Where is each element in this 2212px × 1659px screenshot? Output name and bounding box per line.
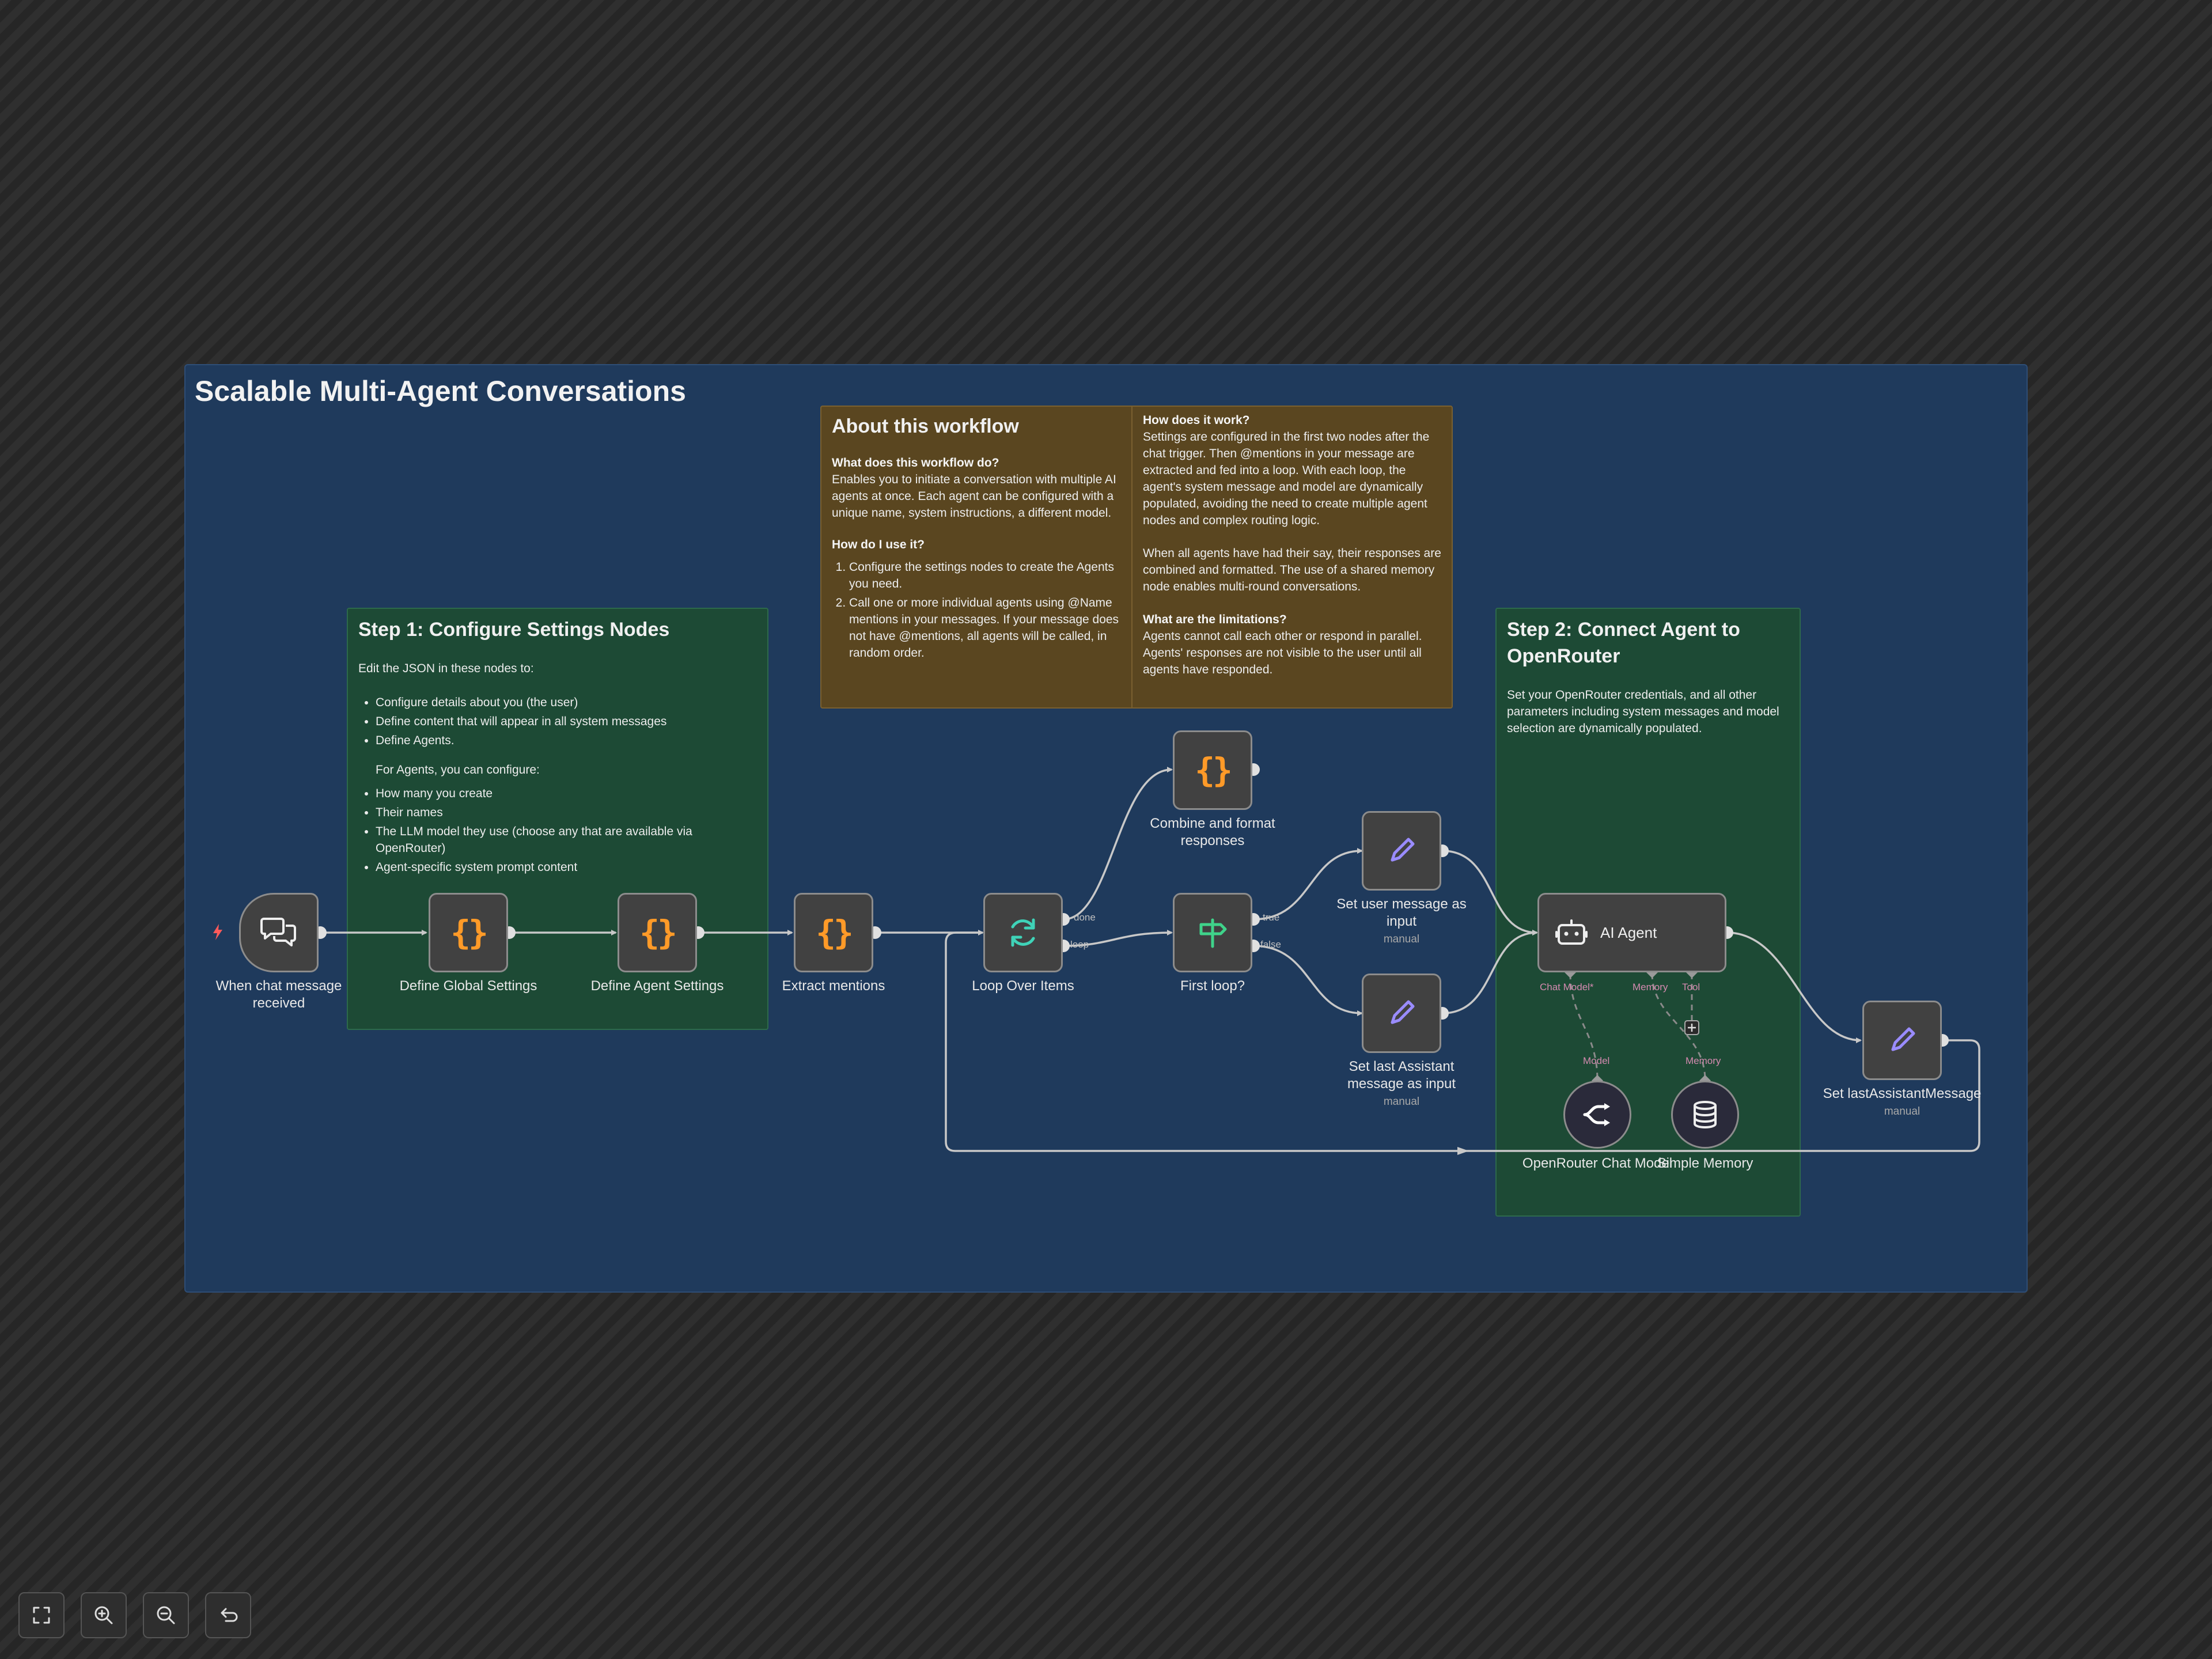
list-item: How many you create — [376, 786, 756, 802]
edit-pencil-icon — [1391, 838, 1415, 862]
about-question-what: What does this workflow do? — [832, 456, 999, 469]
extract-mentions-label: Extract mentions — [782, 978, 885, 994]
define-global-settings-node[interactable]: {} — [429, 893, 508, 972]
ai-agent-node[interactable]: AI Agent — [1537, 893, 1726, 972]
set-last-assistant-title: Set last Assistant message as input — [1347, 1059, 1456, 1092]
set-last-assistant-message-sub: manual — [1884, 1105, 1921, 1118]
database-icon — [1694, 1101, 1717, 1128]
about-answer-how-works: Settings are configured in the first two… — [1143, 430, 1430, 527]
zoom-in-button[interactable] — [81, 1592, 127, 1638]
zoom-out-icon — [157, 1606, 175, 1624]
trigger-node-label: When chat message received — [215, 978, 342, 1011]
first-loop-label: First loop? — [1180, 978, 1245, 994]
step1-title: Step 1: Configure Settings Nodes — [358, 619, 670, 641]
if-port-true-label: true — [1263, 912, 1280, 923]
loop-over-items-label: Loop Over Items — [972, 978, 1074, 994]
extract-mentions-node[interactable]: {} — [794, 893, 873, 972]
chat-trigger-node[interactable] — [239, 893, 319, 972]
trigger-bolt-icon — [213, 924, 222, 940]
loop-port-loop-label: loop — [1070, 939, 1089, 950]
about-answer-how-works-2: When all agents have had their say, thei… — [1143, 546, 1441, 593]
set-last-assistant-label: Set last Assistant message as input manu… — [1321, 1058, 1482, 1109]
list-item: Define content that will appear in all s… — [376, 714, 756, 730]
frame-title: Scalable Multi-Agent Conversations — [195, 375, 686, 407]
list-item: Agent-specific system prompt content — [376, 859, 756, 876]
simple-memory-label: Simple Memory — [1657, 1156, 1753, 1171]
ai-agent-title: AI Agent — [1600, 923, 1657, 941]
openrouter-label: OpenRouter Chat Model — [1522, 1156, 1673, 1171]
agent-port-memory-label: Memory — [1633, 982, 1668, 993]
zoom-in-icon — [94, 1606, 113, 1624]
openrouter-port-label: Model — [1583, 1055, 1610, 1066]
chat-icon — [260, 918, 296, 946]
about-column-divider — [1131, 407, 1132, 707]
code-braces-icon: {} — [639, 913, 677, 952]
step1-intro: Edit the JSON in these nodes to: — [358, 661, 534, 675]
about-question-how-use: How do I use it? — [832, 537, 925, 551]
agent-port-tool-label: Tool — [1682, 982, 1700, 993]
simple-memory-node[interactable] — [1671, 1081, 1739, 1149]
memory-port-label: Memory — [1685, 1055, 1721, 1066]
if-port-false-label: false — [1260, 939, 1281, 950]
list-item: Configure details about you (the user) — [376, 695, 756, 711]
about-steps-list: Configure the settings nodes to create t… — [832, 559, 1120, 662]
list-item: Call one or more individual agents using… — [849, 595, 1120, 662]
openrouter-chat-model-node[interactable] — [1563, 1081, 1631, 1149]
about-answer-limitations: Agents cannot call each other or respond… — [1143, 629, 1422, 676]
set-user-message-node[interactable] — [1362, 811, 1441, 891]
loop-port-done-label: done — [1074, 912, 1096, 923]
combine-format-label: Combine and format responses — [1150, 816, 1275, 849]
edit-pencil-icon — [1391, 1000, 1415, 1024]
list-item: Define Agents. — [376, 733, 756, 749]
robot-icon — [1555, 919, 1588, 945]
code-braces-icon: {} — [450, 913, 488, 952]
step2-title: Step 2: Connect Agent to OpenRouter — [1507, 619, 1740, 667]
step1-sticky-note[interactable]: Step 1: Configure Settings Nodes Edit th… — [347, 608, 768, 1030]
set-last-assistant-message-label: Set lastAssistantMessage manual — [1821, 1085, 1983, 1119]
about-question-how-works: How does it work? — [1143, 414, 1250, 427]
edit-pencil-icon — [1891, 1027, 1915, 1051]
set-user-message-title: Set user message as input — [1336, 896, 1467, 929]
first-loop-if-node[interactable] — [1173, 893, 1252, 972]
step1-sub-list: How many you create Their names The LLM … — [358, 786, 756, 876]
list-item: The LLM model they use (choose any that … — [376, 824, 756, 857]
code-braces-icon: {} — [816, 913, 854, 952]
define-agent-settings-node[interactable]: {} — [618, 893, 697, 972]
set-last-assistant-message-title: Set lastAssistantMessage — [1823, 1086, 1982, 1101]
global-settings-label: Define Global Settings — [399, 978, 537, 994]
undo-icon — [221, 1608, 238, 1622]
set-last-assistant-node[interactable] — [1362, 974, 1441, 1053]
loop-refresh-icon — [1011, 918, 1035, 947]
list-item: Configure the settings nodes to create t… — [849, 559, 1120, 593]
fit-view-button[interactable] — [18, 1592, 65, 1638]
set-last-assistant-sub: manual — [1383, 1096, 1420, 1108]
about-title: About this workflow — [832, 415, 1019, 437]
if-signpost-icon — [1199, 918, 1227, 948]
fit-view-icon — [33, 1607, 50, 1624]
set-last-assistant-message-node[interactable] — [1862, 1001, 1942, 1080]
set-user-message-sub: manual — [1383, 933, 1420, 945]
step2-body: Set your OpenRouter credentials, and all… — [1507, 688, 1779, 735]
undo-button[interactable] — [205, 1592, 251, 1638]
about-answer-what: Enables you to initiate a conversation w… — [832, 472, 1116, 520]
agent-port-chat-model-label: Chat Model* — [1540, 982, 1594, 993]
zoom-out-button[interactable] — [143, 1592, 189, 1638]
combine-format-node[interactable]: {} — [1173, 730, 1252, 810]
step1-sub-intro: For Agents, you can configure: — [376, 763, 540, 777]
code-braces-icon: {} — [1195, 751, 1233, 790]
agent-settings-label: Define Agent Settings — [590, 978, 724, 994]
about-sticky-note[interactable]: About this workflow What does this workf… — [820, 406, 1453, 709]
loop-over-items-node[interactable] — [983, 893, 1063, 972]
about-question-limitations: What are the limitations? — [1143, 612, 1287, 626]
openrouter-icon — [1583, 1103, 1610, 1126]
step1-list: Configure details about you (the user) D… — [358, 695, 756, 749]
set-user-message-label: Set user message as input manual — [1321, 896, 1482, 946]
list-item: Their names — [376, 805, 756, 821]
